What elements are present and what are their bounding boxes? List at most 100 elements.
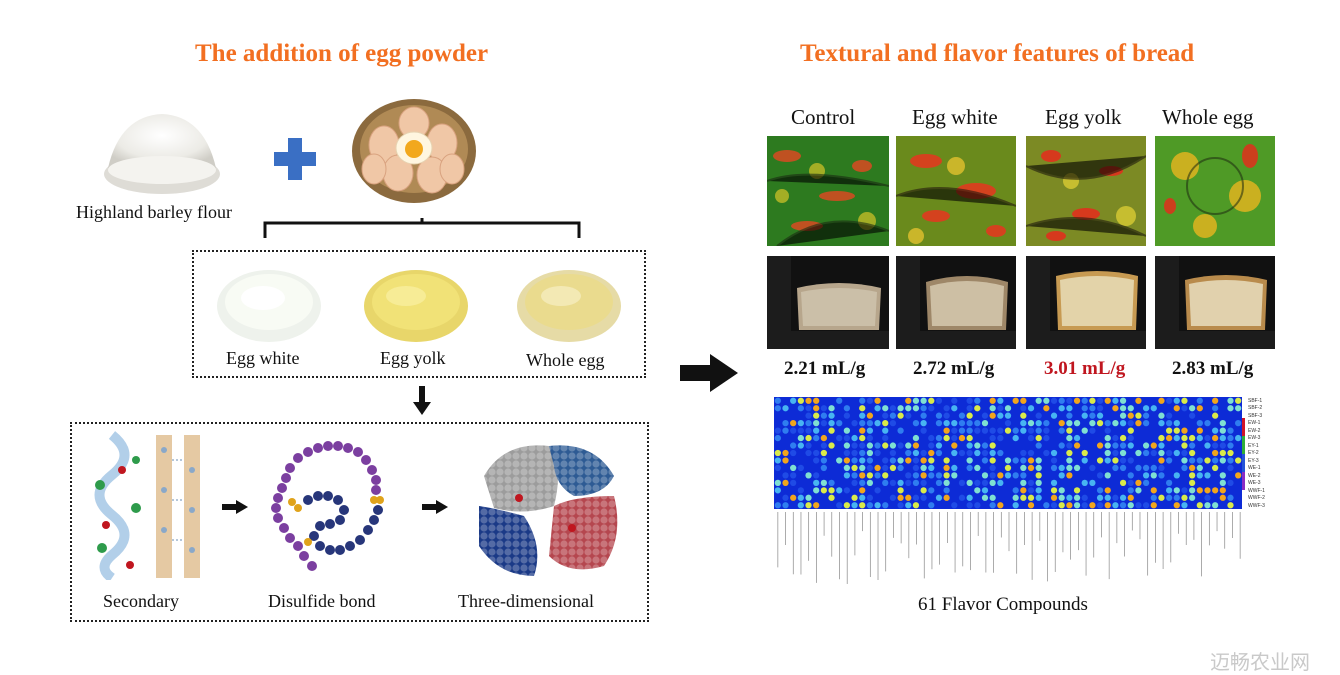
- heatmap-cell: [1027, 434, 1035, 442]
- egg-white-powder-image: [217, 270, 321, 342]
- heatmap-cell: [912, 472, 920, 479]
- right-title: Textural and flavor features of bread: [800, 40, 1195, 67]
- heatmap-cell: [1035, 457, 1042, 464]
- structure-label-three-dimensional: Three-dimensional: [458, 591, 594, 611]
- heatmap-cell: [1158, 472, 1165, 479]
- heatmap-cell: [1188, 442, 1196, 449]
- heatmap-cell: [1104, 419, 1111, 427]
- heatmap-cell: [1112, 449, 1119, 457]
- heatmap-cell: [866, 472, 874, 479]
- heatmap-cell: [790, 494, 797, 501]
- powder-label-whole-egg: Whole egg: [526, 350, 605, 370]
- heatmap-cell: [1119, 502, 1127, 509]
- heatmap-cell: [1066, 449, 1073, 457]
- heatmap-cell: [1165, 449, 1173, 457]
- heatmap-cell: [1227, 449, 1234, 457]
- heatmap-cell: [897, 442, 904, 449]
- heatmap-cell: [1058, 502, 1065, 509]
- heatmap-cell: [943, 419, 950, 427]
- heatmap-cell: [859, 449, 866, 457]
- three-dimensional-structure-image: [464, 436, 626, 584]
- heatmap-cell: [958, 449, 966, 457]
- heatmap-cell: [1035, 397, 1042, 404]
- heatmap-cell: [1158, 442, 1165, 449]
- heatmap-cell: [1012, 434, 1019, 442]
- heatmap-cell: [1012, 472, 1019, 479]
- heatmap-cell: [1135, 502, 1142, 509]
- heatmap-cell: [882, 472, 889, 479]
- heatmap-cell: [1165, 397, 1173, 404]
- heatmap-cell: [1112, 434, 1119, 442]
- heatmap-row-label: EY-2: [1248, 450, 1259, 457]
- heatmap-cell: [1173, 487, 1180, 494]
- heatmap-cell: [790, 419, 797, 427]
- heatmap-cell: [974, 464, 981, 472]
- heatmap-cell: [1142, 464, 1150, 472]
- heatmap-cell: [928, 457, 935, 464]
- heatmap-row-label: EW-1: [1248, 420, 1261, 427]
- heatmap-cell: [851, 442, 858, 449]
- heatmap-cell: [1043, 449, 1050, 457]
- heatmap-cell: [1158, 494, 1165, 501]
- heatmap-cell: [1227, 434, 1234, 442]
- heatmap-cell: [1165, 487, 1173, 494]
- heatmap-cell: [1089, 412, 1096, 419]
- heatmap-cell: [1219, 449, 1226, 457]
- heatmap-cell: [1150, 494, 1157, 501]
- heatmap-cell: [920, 457, 927, 464]
- heatmap-cell: [989, 494, 996, 501]
- heatmap-cell: [1173, 434, 1180, 442]
- heatmap-cell: [1173, 405, 1180, 412]
- heatmap-cell: [935, 449, 943, 457]
- heatmap-cell: [1142, 405, 1150, 412]
- heatmap-cell: [1050, 449, 1058, 457]
- heatmap-cell: [966, 427, 973, 434]
- arrow-right-1: [222, 500, 248, 514]
- heatmap-cell: [790, 464, 797, 472]
- heatmap-cell: [866, 397, 874, 404]
- heatmap-cell: [1027, 405, 1035, 412]
- heatmap-cell: [897, 464, 904, 472]
- heatmap-cell: [859, 434, 866, 442]
- heatmap-cell: [1066, 434, 1073, 442]
- heatmap-cell: [1104, 434, 1111, 442]
- heatmap-cell: [943, 464, 950, 472]
- heatmap-cell: [1181, 487, 1188, 494]
- heatmap-cell: [889, 494, 897, 501]
- heatmap-cell: [813, 434, 820, 442]
- heatmap-cell: [1012, 397, 1019, 404]
- heatmap-cell: [974, 405, 981, 412]
- heatmap-cell: [805, 442, 812, 449]
- heatmap-cell: [1165, 419, 1173, 427]
- heatmap-cell: [889, 479, 897, 487]
- heatmap-cell: [1058, 419, 1065, 427]
- heatmap-cell: [1027, 494, 1035, 501]
- heatmap-cell: [1173, 472, 1180, 479]
- heatmap-cell: [797, 419, 804, 427]
- heatmap-cell: [1196, 472, 1203, 479]
- heatmap-cell: [866, 442, 874, 449]
- egg-yolk-powder-image: [364, 270, 468, 342]
- heatmap-cell: [897, 427, 904, 434]
- heatmap-cell: [820, 464, 828, 472]
- heatmap-cell: [1066, 397, 1073, 404]
- heatmap-cell: [1050, 457, 1058, 464]
- heatmap-cell: [935, 397, 943, 404]
- heatmap-cell: [1188, 457, 1196, 464]
- heatmap-cell: [981, 442, 989, 449]
- heatmap-cell: [920, 397, 927, 404]
- heatmap-cell: [966, 449, 973, 457]
- heatmap-cell: [1181, 457, 1188, 464]
- heatmap-cell: [1043, 502, 1050, 509]
- heatmap-cell: [1073, 487, 1081, 494]
- heatmap-cell: [843, 502, 851, 509]
- structure-label-disulfide: Disulfide bond: [268, 591, 376, 611]
- heatmap-cell: [805, 449, 812, 457]
- heatmap-cell: [1066, 464, 1073, 472]
- heatmap-cell: [935, 479, 943, 487]
- heatmap-cell: [935, 442, 943, 449]
- heatmap-cell: [866, 449, 874, 457]
- heatmap-cell: [912, 405, 920, 412]
- heatmap-cell: [1127, 405, 1134, 412]
- heatmap-cell: [997, 427, 1004, 434]
